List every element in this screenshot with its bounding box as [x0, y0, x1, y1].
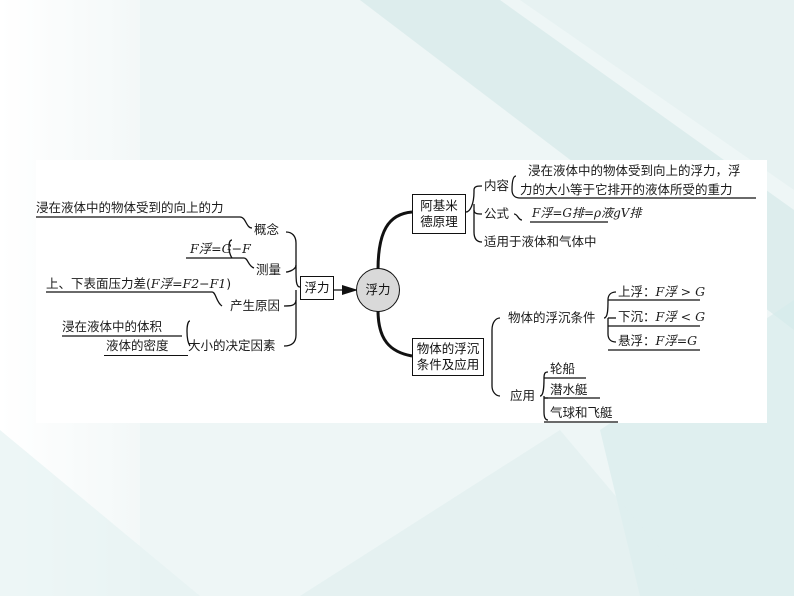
condition-suspend: 悬浮：F浮=G	[618, 333, 698, 348]
condition-sink-state: 下沉	[618, 309, 644, 324]
apply-item-ship: 轮船	[550, 361, 576, 376]
archimedes-scope: 适用于液体和气体中	[484, 234, 597, 249]
condition-float-up: 上浮：F浮 > G	[618, 284, 706, 299]
archimedes-formula: F浮=G排=ρ液gV排	[532, 206, 642, 220]
condition-float-up-state: 上浮	[618, 284, 644, 299]
factor-density-box	[104, 338, 188, 356]
application-title-line1: 物体的浮沉	[416, 341, 480, 356]
condition-suspend-relation: F浮=G	[655, 333, 698, 348]
concept-text: 浸在液体中的物体受到的向上的力	[36, 200, 224, 215]
factors-label: 大小的决定因素	[188, 338, 276, 353]
condition-sink-relation: F浮 < G	[655, 309, 706, 324]
cause-text-pre: 上、下表面压力差(	[46, 276, 151, 291]
measure-formula: F浮=G−F	[190, 241, 251, 256]
archimedes-content-line2: 力的大小等于它排开的液体所受的重力	[520, 182, 733, 197]
archimedes-box: 阿基米 德原理	[412, 194, 466, 234]
cause-text: 上、下表面压力差(F浮=F2−F1)	[46, 276, 231, 292]
archimedes-content-label: 内容	[484, 178, 510, 193]
cause-formula: F浮=F2−F1	[150, 276, 227, 291]
condition-sink: 下沉：F浮 < G	[618, 309, 706, 324]
cause-text-post: )	[226, 276, 232, 291]
cause-label: 产生原因	[230, 298, 281, 313]
archimedes-content-line1: 浸在液体中的物体受到向上的浮力，浮	[528, 163, 741, 178]
apply-item-submarine: 潜水艇	[550, 382, 588, 397]
conditions-label: 物体的浮沉条件	[508, 310, 596, 325]
archimedes-title-line1: 阿基米	[420, 198, 458, 213]
application-title-line2: 条件及应用	[416, 357, 480, 372]
condition-suspend-state: 悬浮	[618, 333, 644, 348]
center-node: 浮力	[356, 268, 400, 312]
application-box: 物体的浮沉 条件及应用	[412, 338, 484, 376]
factor-item-volume: 浸在液体中的体积	[62, 319, 163, 334]
concept-label: 概念	[254, 222, 280, 237]
factor-item-density: 液体的密度	[106, 338, 169, 353]
condition-float-up-relation: F浮 > G	[655, 284, 706, 299]
archimedes-title-line2: 德原理	[420, 214, 458, 229]
archimedes-formula-label: 公式	[484, 206, 510, 221]
apply-label: 应用	[510, 388, 536, 403]
apply-item-balloon: 气球和飞艇	[550, 405, 613, 420]
measure-label: 测量	[256, 262, 282, 277]
left-buoyancy-box: 浮力	[300, 276, 334, 300]
